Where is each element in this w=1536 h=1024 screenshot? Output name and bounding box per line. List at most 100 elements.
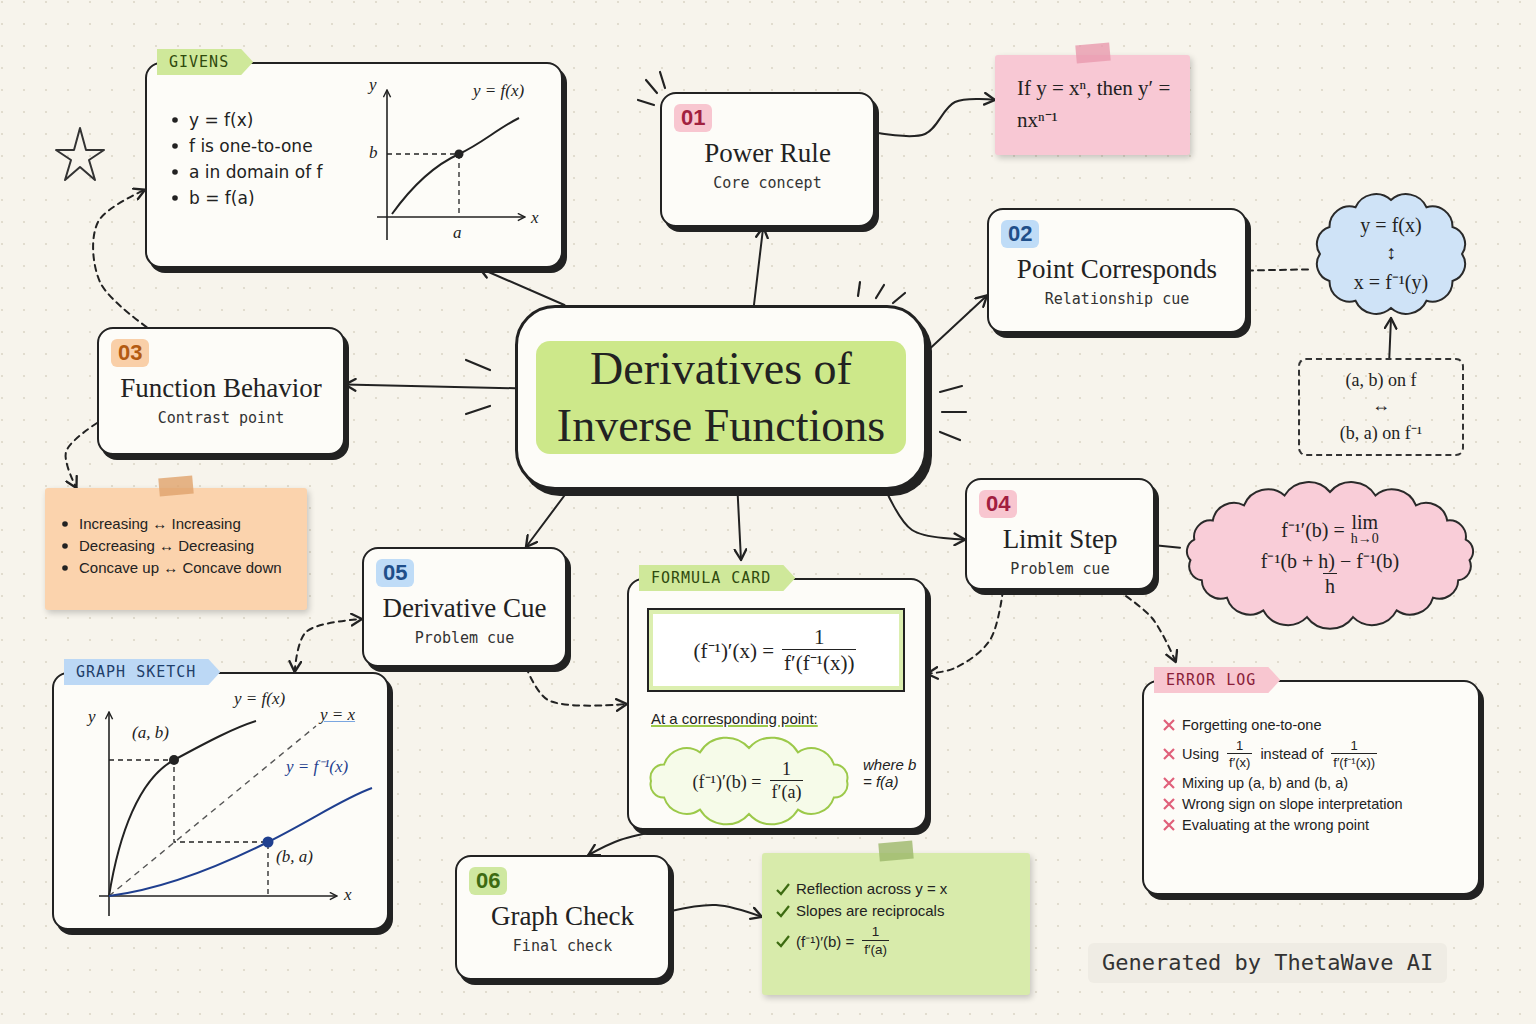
connector [526,667,627,706]
node-text: Wrong sign on slope interpretation [1182,796,1403,812]
node-text: Concave up ↔ Concave down [79,559,282,576]
dashed-note: (a, b) on f↔(b, a) on f⁻¹ [1298,358,1464,456]
node-text: (f⁻¹)′(x) = [694,636,774,664]
check-mark [776,934,790,948]
fraction: f⁻¹(b + h) − f⁻¹(b)h [1261,550,1400,598]
node-text: Final check [513,937,612,955]
dot-mark [169,191,183,205]
text-row: f⁻¹(b + h) − f⁻¹(b)h [1259,550,1402,598]
cross-mark [1162,776,1176,790]
tag-label: ERROR LOG [1154,667,1280,693]
node-text: 1 [872,924,880,940]
text-row: (f⁻¹)′(x) = 1f′(f⁻¹(x)) [659,625,893,675]
axis-label: y = f(x) [473,82,524,101]
concept-card: 02Point CorrespondsRelationship cue [987,208,1247,333]
node-text: Mixing up (a, b) and (b, a) [1182,775,1348,791]
text-row: f⁻¹′(b) =limh→0 [1281,512,1379,546]
node-text: GIVENS [169,53,229,71]
node-text: y = f(x) [1360,214,1421,237]
node-text: Decreasing ↔ Decreasing [79,537,254,554]
axis-label: b [369,144,378,163]
node-text: b = f(a) [189,188,255,208]
axis-label: x [531,209,539,228]
mirror-line [109,726,316,896]
tag-label: GRAPH SKETCH [64,659,220,685]
node-text: 03 [111,339,149,367]
node-text: ↕ [1386,241,1396,264]
node-text: 04 [979,490,1017,518]
x-axis [99,895,337,897]
function-curve [109,721,256,896]
connector [1247,269,1310,270]
text-row: 02 [1001,220,1233,248]
node-text: f⁻¹′(b) = [1281,516,1345,543]
tag-label: GIVENS [157,49,253,75]
node-text: 1 [1351,738,1358,753]
text-row: where b = f(a) [863,756,921,790]
text-row: a in domain of f [169,162,549,182]
text-row: ↔ [1310,395,1452,416]
axis-label: y = f(x) [234,690,285,709]
node-text: (f⁻¹)′(b) = [693,769,762,793]
node-text: 1 [782,759,791,780]
dot-mark [169,165,183,179]
connector [66,423,97,488]
star-doodle [56,128,104,180]
text-row: Wrong sign on slope interpretation [1162,796,1466,812]
text-row: Contrast point [111,409,331,427]
checklist-note: Reflection across y = x Slopes are recipr… [762,853,1030,995]
node-text: 05 [376,559,414,587]
node-text: f′(a) [770,780,804,803]
text-row: At a corresponding point: [651,710,911,727]
text-row: Evaluating at the wrong point [1162,817,1466,833]
fraction: 1f′(a) [862,924,889,957]
fraction: 1f′(f⁻¹(x)) [782,625,856,675]
cloud-note: f⁻¹′(b) =limh→0 f⁻¹(b + h) − f⁻¹(b)h [1180,482,1480,628]
node-text: f′(x) [1227,753,1252,770]
node-text: x = f⁻¹(y) [1354,268,1428,295]
connector [754,227,763,305]
node-text: Derivative Cue [382,593,546,624]
tape [158,476,193,497]
node-text: Reflection across y = x [796,880,947,897]
cross-mark [1162,818,1176,832]
connector [1155,545,1180,548]
axis-label: a [453,224,462,243]
connector [1389,318,1391,358]
text-row: Derivatives of Inverse Functions [536,341,906,453]
text-row: Power Rule [674,138,861,169]
text-row: Using1f′(x)instead of1f′(f⁻¹(x)) [1162,738,1466,770]
graph-sketch: GRAPH SKETCHyy = f(x)y = x(a, b)y = f⁻¹(… [52,672,389,930]
node-text: Relationship cue [1045,290,1190,308]
text-row: Graph Check [469,901,656,932]
dot-mark [169,113,183,127]
check-mark [776,904,790,918]
node-text: where b = f(a) [863,756,921,790]
node-text: If y = xⁿ, then y′ = nxⁿ⁻¹ [1017,73,1174,136]
node-text: Slopes are reciprocals [796,902,944,919]
text-row: 06 [469,867,656,895]
node-text: Contrast point [158,409,284,427]
text-row: (a, b) on f [1310,370,1452,391]
text-row: Function Behavior [111,373,331,404]
tape [878,841,913,862]
text-row: Concave up ↔ Concave down [59,559,295,576]
point [169,755,179,765]
error-log: ERROR LOGForgetting one-to-oneUsing1f′(x… [1142,680,1480,895]
node-text: Evaluating at the wrong point [1182,817,1369,833]
connector [886,490,965,540]
node-text: 01 [674,104,712,132]
node-text: Function Behavior [120,373,322,404]
node-text: f is one-to-one [189,136,313,156]
node-text: ERROR LOG [1166,671,1256,689]
node-text: f′(a) [862,940,889,958]
node-text: f′(f⁻¹(x)) [782,649,856,675]
connector [927,590,1003,674]
limit-stack: limh→0 [1351,512,1379,546]
node-text: ↔ [1372,395,1390,416]
fraction: 1f′(a) [770,759,804,802]
text-row: 01 [674,104,861,132]
node-text: FORMULA CARD [651,569,771,587]
node-text: f⁻¹(b + h) − f⁻¹(b) [1261,550,1400,573]
